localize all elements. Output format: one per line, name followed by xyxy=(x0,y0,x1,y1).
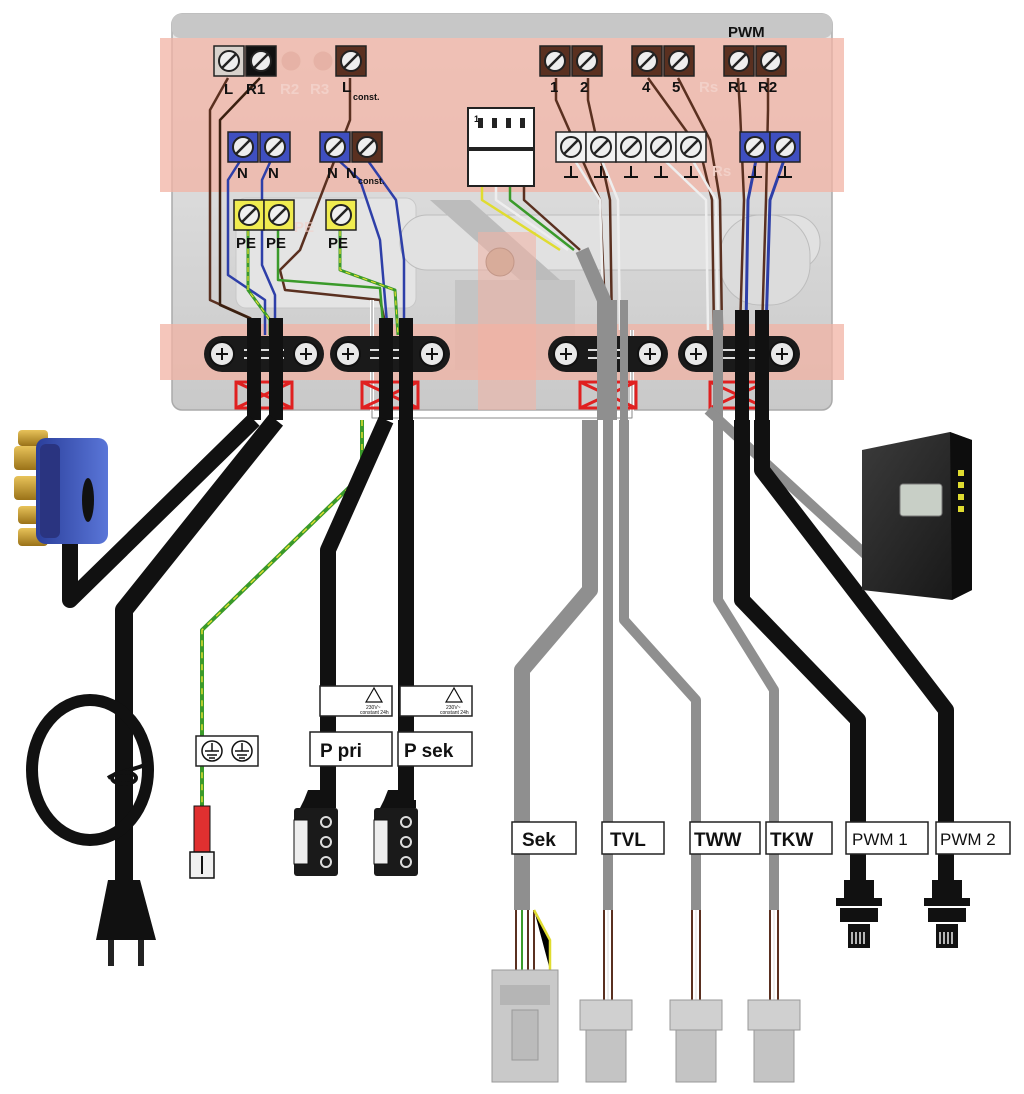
internal-wires xyxy=(208,77,786,420)
label-R3: R3 xyxy=(310,81,329,98)
sensor-connector-tww xyxy=(669,910,723,1083)
label-R1: R1 xyxy=(246,81,265,98)
label-pwm-heading: PWM xyxy=(728,24,765,41)
label-pR1: R1 xyxy=(728,79,747,96)
pwm-connector-2 xyxy=(924,880,970,948)
ground-symbols-sensor xyxy=(564,166,698,178)
mains-plug-icon xyxy=(26,694,156,966)
warning-line1: 230V~ xyxy=(366,705,381,711)
terminal-pwm-gnd[interactable] xyxy=(739,131,801,163)
cable-label-pwm2-text: PWM 2 xyxy=(940,830,996,849)
strain-relief-clamps xyxy=(204,336,800,372)
terminal-block-top: L R1 R2 R3 L const. xyxy=(213,24,787,102)
label-L: L xyxy=(224,81,233,98)
label-R2: R2 xyxy=(280,81,299,98)
sensor-connector-sek xyxy=(491,909,559,1083)
cable-label-tvl-text: TVL xyxy=(610,830,646,851)
label-pR2: R2 xyxy=(758,79,777,96)
cable-label-p-pri: P pri xyxy=(309,731,393,767)
cable-label-tww-text: TWW xyxy=(694,830,742,851)
terminal-N2[interactable] xyxy=(259,131,291,163)
warning-label-p-sek: 230V~ constant 24h xyxy=(399,685,473,717)
label-N3: N xyxy=(327,165,338,182)
terminal-sensor-4[interactable] xyxy=(631,45,663,77)
label-PE2: PE xyxy=(266,235,286,252)
terminal-Nconst[interactable] xyxy=(351,131,383,163)
label-N2: N xyxy=(268,165,279,182)
cable-label-tww: TWW xyxy=(689,821,761,855)
label-PE1: PE xyxy=(236,235,256,252)
label-header-pin1: 1 xyxy=(474,114,479,124)
warning-line2: constant 24h xyxy=(440,710,469,716)
label-s1: 1 xyxy=(550,79,558,96)
cable-label-tvl: TVL xyxy=(601,821,665,855)
label-Rs-top: Rs xyxy=(699,79,718,96)
terminal-N3[interactable] xyxy=(319,131,351,163)
label-s4: 4 xyxy=(642,79,651,96)
label-Lconst: L xyxy=(342,79,351,96)
terminal-block-pe: PE PE PE PE xyxy=(233,199,357,252)
terminal-N1[interactable] xyxy=(227,131,259,163)
earth-ground-label xyxy=(195,735,259,767)
terminal-R1[interactable] xyxy=(245,45,277,77)
terminal-PE3[interactable] xyxy=(325,199,357,231)
cable-clamp-1 xyxy=(204,336,324,372)
pwm-connector-1 xyxy=(836,880,882,948)
terminal-sensor-gnd-row[interactable] xyxy=(555,131,707,163)
cable-label-pwm1: PWM 1 xyxy=(845,821,929,855)
terminal-block-neutral: N N N N const. 1 xyxy=(227,107,801,187)
warning-line2: constant 24h xyxy=(360,710,389,716)
cable-label-tkw-text: TKW xyxy=(770,830,813,851)
terminal-Lconst[interactable] xyxy=(335,45,367,77)
terminal-sensor-1[interactable] xyxy=(539,45,571,77)
label-Nconst-sub: const. xyxy=(358,176,385,186)
cable-label-p-sek: P sek xyxy=(397,731,473,767)
room-controller-icon xyxy=(862,432,972,600)
pump-connector-p-pri xyxy=(293,790,338,876)
terminal-zone-center xyxy=(478,232,536,410)
label-PE-ghost: PE xyxy=(294,219,314,236)
terminal-pwm-R2[interactable] xyxy=(755,45,787,77)
label-Lconst-sub: const. xyxy=(353,92,380,102)
cable-label-tkw: TKW xyxy=(765,821,833,855)
sensor-connector-tvl xyxy=(579,910,633,1083)
label-s2: 2 xyxy=(580,79,588,96)
ring-terminal-icon xyxy=(189,805,215,879)
cable-label-sek-text: Sek xyxy=(522,830,556,851)
zone-valve-icon xyxy=(14,430,108,546)
cable-label-p-pri-text: P pri xyxy=(320,741,362,762)
warning-label-p-pri: 230V~ constant 24h xyxy=(319,685,393,717)
warning-line1: 230V~ xyxy=(446,705,461,711)
pump-connector-p-sek xyxy=(373,790,418,876)
terminal-L[interactable] xyxy=(213,45,245,77)
cable-label-p-sek-text: P sek xyxy=(404,741,454,762)
terminal-PE2[interactable] xyxy=(263,199,295,231)
label-Rs-mid: Rs xyxy=(712,163,731,180)
label-s5: 5 xyxy=(672,79,680,96)
cable-label-pwm1-text: PWM 1 xyxy=(852,830,908,849)
ground-symbols-pwm xyxy=(748,166,792,178)
label-N4: N xyxy=(346,165,357,182)
terminal-sensor-2[interactable] xyxy=(571,45,603,77)
terminal-pwm-R1[interactable] xyxy=(723,45,755,77)
sensor-header-connector[interactable]: 1 xyxy=(467,107,535,187)
terminal-PE1[interactable] xyxy=(233,199,265,231)
label-N1: N xyxy=(237,165,248,182)
terminal-sensor-5[interactable] xyxy=(663,45,695,77)
sensor-connector-tkw xyxy=(747,910,801,1083)
cable-label-pwm2: PWM 2 xyxy=(935,821,1011,855)
cable-label-sek: Sek xyxy=(511,821,577,855)
label-PE3: PE xyxy=(328,235,348,252)
terminal-R2-ghost xyxy=(280,50,334,72)
